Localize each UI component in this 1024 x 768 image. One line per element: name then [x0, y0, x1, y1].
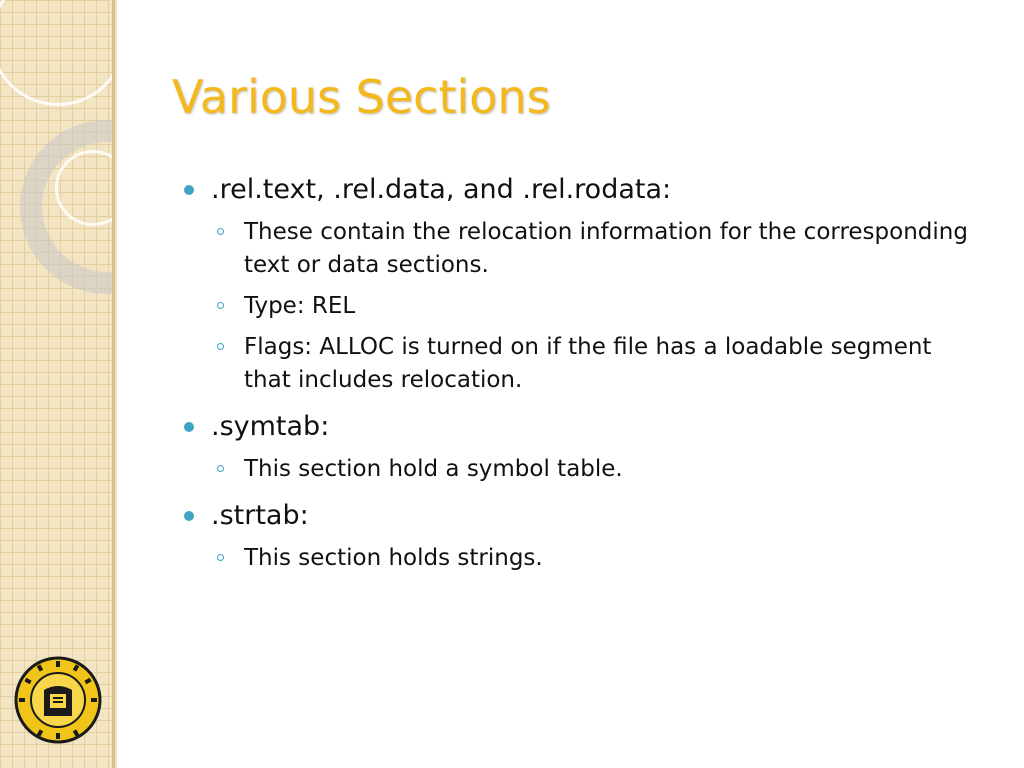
- sub-bullet-item: Flags: ALLOC is turned on if the file ha…: [184, 331, 984, 397]
- ring-bullet-icon: [217, 465, 224, 472]
- sub-bullet-item: This section hold a symbol table.: [184, 453, 984, 486]
- slide-title: Various Sections: [172, 70, 551, 124]
- bullet-item: .strtab:: [184, 496, 984, 536]
- decorative-sidebar: [0, 0, 112, 768]
- bullet-dot-icon: [184, 185, 194, 195]
- sub-bullet-item: These contain the relocation information…: [184, 216, 984, 282]
- bullet-text: .rel.text, .rel.data, and .rel.rodata:: [211, 174, 672, 205]
- bullet-item: .symtab:: [184, 407, 984, 447]
- decorative-ring: [55, 150, 112, 226]
- ring-bullet-icon: [217, 343, 224, 350]
- institution-seal-icon: [14, 656, 102, 744]
- ring-bullet-icon: [217, 228, 224, 235]
- sub-bullet-text: This section hold a symbol table.: [244, 456, 623, 482]
- ring-bullet-icon: [217, 554, 224, 561]
- sub-bullet-text: This section holds strings.: [244, 545, 543, 571]
- decorative-ring: [0, 0, 112, 106]
- sub-bullet-list: These contain the relocation information…: [184, 216, 984, 397]
- sub-bullet-text: Type: REL: [244, 293, 356, 319]
- sub-bullet-text: These contain the relocation information…: [244, 219, 968, 278]
- sub-bullet-list: This section holds strings.: [184, 542, 984, 575]
- bullet-item: .rel.text, .rel.data, and .rel.rodata:: [184, 170, 984, 210]
- sub-bullet-item: Type: REL: [184, 290, 984, 323]
- sidebar-divider-highlight: [115, 0, 117, 768]
- sidebar-divider: [112, 0, 115, 768]
- bullet-dot-icon: [184, 422, 194, 432]
- bullet-text: .strtab:: [211, 500, 309, 531]
- sub-bullet-text: Flags: ALLOC is turned on if the file ha…: [244, 334, 932, 393]
- bullet-list: .rel.text, .rel.data, and .rel.rodata: T…: [184, 170, 984, 585]
- ring-bullet-icon: [217, 302, 224, 309]
- sub-bullet-list: This section hold a symbol table.: [184, 453, 984, 486]
- bullet-dot-icon: [184, 511, 194, 521]
- bullet-text: .symtab:: [211, 411, 330, 442]
- sub-bullet-item: This section holds strings.: [184, 542, 984, 575]
